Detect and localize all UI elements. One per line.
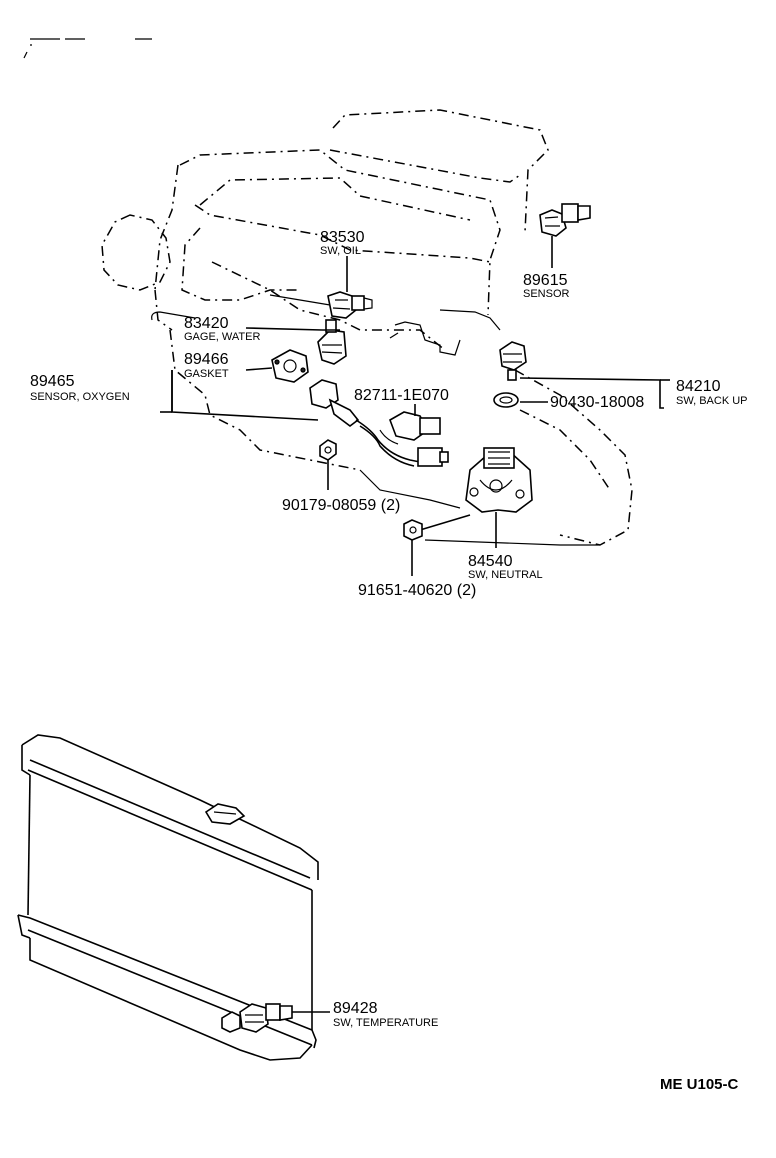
part-number: 83420 xyxy=(184,315,229,332)
part-number: 90430-18008 xyxy=(550,394,644,411)
label-84210: 84210 SW, BACK UP xyxy=(676,378,748,407)
part-number: 84540 xyxy=(468,553,513,570)
engine-outline xyxy=(101,109,633,546)
part-90430-washer xyxy=(493,392,548,408)
part-number: 84210 xyxy=(676,378,721,395)
scan-marks xyxy=(23,38,152,59)
part-name: SW, BACK UP xyxy=(676,395,748,407)
part-name: GASKET xyxy=(184,368,229,380)
part-number: 89428 xyxy=(333,1000,378,1017)
label-89428: 89428 SW, TEMPERATURE xyxy=(333,1000,438,1029)
label-83420: 83420 GAGE, WATER xyxy=(184,315,260,343)
part-number: 89615 xyxy=(523,272,568,289)
label-90430: 90430-18008 xyxy=(550,394,644,411)
part-91651-bolt xyxy=(403,519,423,576)
part-number: 90179-08059 (2) xyxy=(282,497,400,514)
label-82711: 82711-1E070 xyxy=(354,387,449,404)
part-89428-temperature-switch xyxy=(239,1003,330,1033)
part-83420-water-gage xyxy=(245,319,347,365)
part-name: SW, OIL xyxy=(320,245,361,257)
part-name: SW, NEUTRAL xyxy=(468,569,543,581)
part-number: 89466 xyxy=(184,351,229,368)
part-83530-oil-switch xyxy=(327,256,373,319)
part-89615-sensor xyxy=(539,203,591,268)
label-84540: 84540 SW, NEUTRAL xyxy=(468,553,543,581)
part-84210-backup-switch xyxy=(499,341,670,409)
label-83530: 83530 SW, OIL xyxy=(320,229,365,257)
part-number: 89465 xyxy=(30,373,75,390)
part-number: 83530 xyxy=(320,229,365,246)
part-name: SENSOR, OXYGEN xyxy=(30,391,130,403)
label-89466: 89466 GASKET xyxy=(184,351,229,380)
part-number: 91651-40620 (2) xyxy=(358,582,476,599)
part-89466-gasket xyxy=(245,349,309,383)
part-84540-neutral-switch xyxy=(419,447,533,548)
diagram-code: ME U105-C xyxy=(660,1076,739,1093)
part-number: 82711-1E070 xyxy=(354,387,449,404)
part-name: SENSOR xyxy=(523,288,570,300)
label-90179: 90179-08059 (2) xyxy=(282,497,400,514)
part-90179-nut xyxy=(319,439,337,490)
radiator-outline xyxy=(17,734,319,1061)
label-89615: 89615 SENSOR xyxy=(523,272,570,300)
part-89465-oxygen-sensor xyxy=(160,370,449,467)
label-91651: 91651-40620 (2) xyxy=(358,582,476,599)
part-name: GAGE, WATER xyxy=(184,331,260,343)
part-82711-connector xyxy=(379,404,441,445)
label-89465: 89465 SENSOR, OXYGEN xyxy=(30,373,130,403)
part-name: SW, TEMPERATURE xyxy=(333,1017,438,1029)
